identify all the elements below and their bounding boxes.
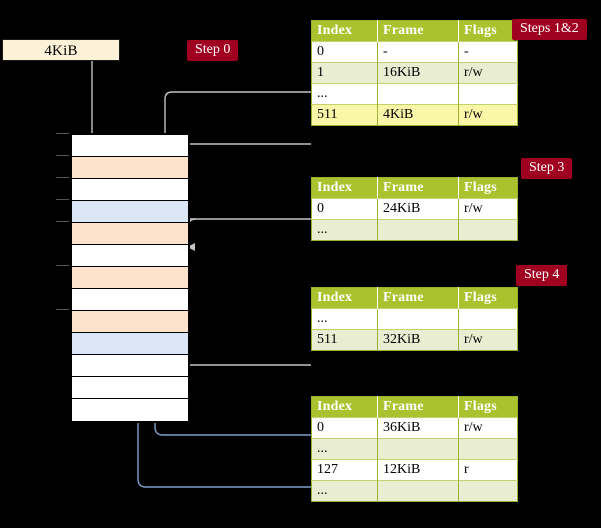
cell-flags xyxy=(458,308,518,330)
cell-frame xyxy=(377,219,459,241)
memory-frame-row xyxy=(72,223,188,245)
column-header-frame: Frame xyxy=(377,287,459,309)
column-header-flags: Flags xyxy=(458,287,518,309)
cell-frame xyxy=(377,308,459,330)
step-badge-step3: Step 3 xyxy=(521,158,573,179)
cell-frame: 24KiB xyxy=(377,198,459,220)
cell-flags: r xyxy=(458,459,518,481)
cell-index: 127 xyxy=(311,459,378,481)
cell-flags xyxy=(458,83,518,105)
cell-flags: - xyxy=(458,41,518,63)
column-header-flags: Flags xyxy=(458,177,518,199)
table-row: ... xyxy=(311,219,518,241)
cell-index: ... xyxy=(311,83,378,105)
cell-index: 1 xyxy=(311,62,378,84)
wire-step3-up xyxy=(148,228,311,436)
cell-index: ... xyxy=(311,308,378,330)
cell-flags: r/w xyxy=(458,62,518,84)
cell-index: ... xyxy=(311,480,378,502)
cell-frame xyxy=(377,438,459,460)
cell-flags: r/w xyxy=(458,417,518,439)
memory-frame-row xyxy=(72,179,188,201)
wire-step12-down xyxy=(164,91,311,150)
table-row: ... xyxy=(311,438,518,460)
request-size-label: 4KiB xyxy=(44,43,78,59)
column-header-index: Index xyxy=(311,287,378,309)
wire-step4-up xyxy=(131,338,311,488)
memory-frame-row xyxy=(72,201,188,223)
memory-scale-tick xyxy=(56,265,69,266)
table-row: ... xyxy=(311,480,518,502)
memory-scale-tick xyxy=(56,155,69,156)
memory-frame-row xyxy=(72,311,188,333)
step-badge-step0: Step 0 xyxy=(187,40,239,61)
memory-frame-row xyxy=(72,157,188,179)
memory-scale-tick xyxy=(56,199,69,200)
memory-frame-row xyxy=(72,355,188,377)
column-header-flags: Flags xyxy=(458,396,518,418)
cell-frame: 36KiB xyxy=(377,417,459,439)
memory-frame-row xyxy=(72,399,188,421)
cell-index: 511 xyxy=(311,329,378,351)
column-header-index: Index xyxy=(311,177,378,199)
memory-frame-row xyxy=(72,135,188,157)
cell-index: 0 xyxy=(311,198,378,220)
memory-scale-tick xyxy=(56,309,69,310)
memory-frame-row xyxy=(72,267,188,289)
cell-index: 511 xyxy=(311,104,378,126)
table-row: ... xyxy=(311,308,518,330)
physical-memory-column xyxy=(70,133,190,423)
cell-frame: 4KiB xyxy=(377,104,459,126)
column-header-frame: Frame xyxy=(377,177,459,199)
memory-scale-tick xyxy=(56,221,69,222)
cell-index: 0 xyxy=(311,41,378,63)
memory-frame-row xyxy=(72,333,188,355)
cell-frame: 16KiB xyxy=(377,62,459,84)
column-header-frame: Frame xyxy=(377,396,459,418)
cell-frame: - xyxy=(377,41,459,63)
step-badge-steps12: Steps 1&2 xyxy=(512,19,587,40)
cell-frame xyxy=(377,480,459,502)
cell-flags: r/w xyxy=(458,329,518,351)
cell-frame xyxy=(377,83,459,105)
cell-frame: 32KiB xyxy=(377,329,459,351)
step-badge-step4: Step 4 xyxy=(516,265,568,286)
cell-frame: 12KiB xyxy=(377,459,459,481)
memory-frame-row xyxy=(72,245,188,267)
memory-frame-row xyxy=(72,377,188,399)
memory-scale-tick xyxy=(56,133,69,134)
cell-flags xyxy=(458,438,518,460)
column-header-index: Index xyxy=(311,20,378,42)
cell-index: ... xyxy=(311,438,378,460)
column-header-frame: Frame xyxy=(377,20,459,42)
column-header-flags: Flags xyxy=(458,20,518,42)
cell-index: 0 xyxy=(311,417,378,439)
cell-index: ... xyxy=(311,219,378,241)
cell-flags: r/w xyxy=(458,198,518,220)
memory-scale-tick xyxy=(56,177,69,178)
column-header-index: Index xyxy=(311,396,378,418)
memory-frame-row xyxy=(72,289,188,311)
table-row: ... xyxy=(311,83,518,105)
cell-flags: r/w xyxy=(458,104,518,126)
cell-flags xyxy=(458,480,518,502)
request-size-box: 4KiB xyxy=(2,39,120,61)
cell-flags xyxy=(458,219,518,241)
table-row: 0-- xyxy=(311,41,518,63)
